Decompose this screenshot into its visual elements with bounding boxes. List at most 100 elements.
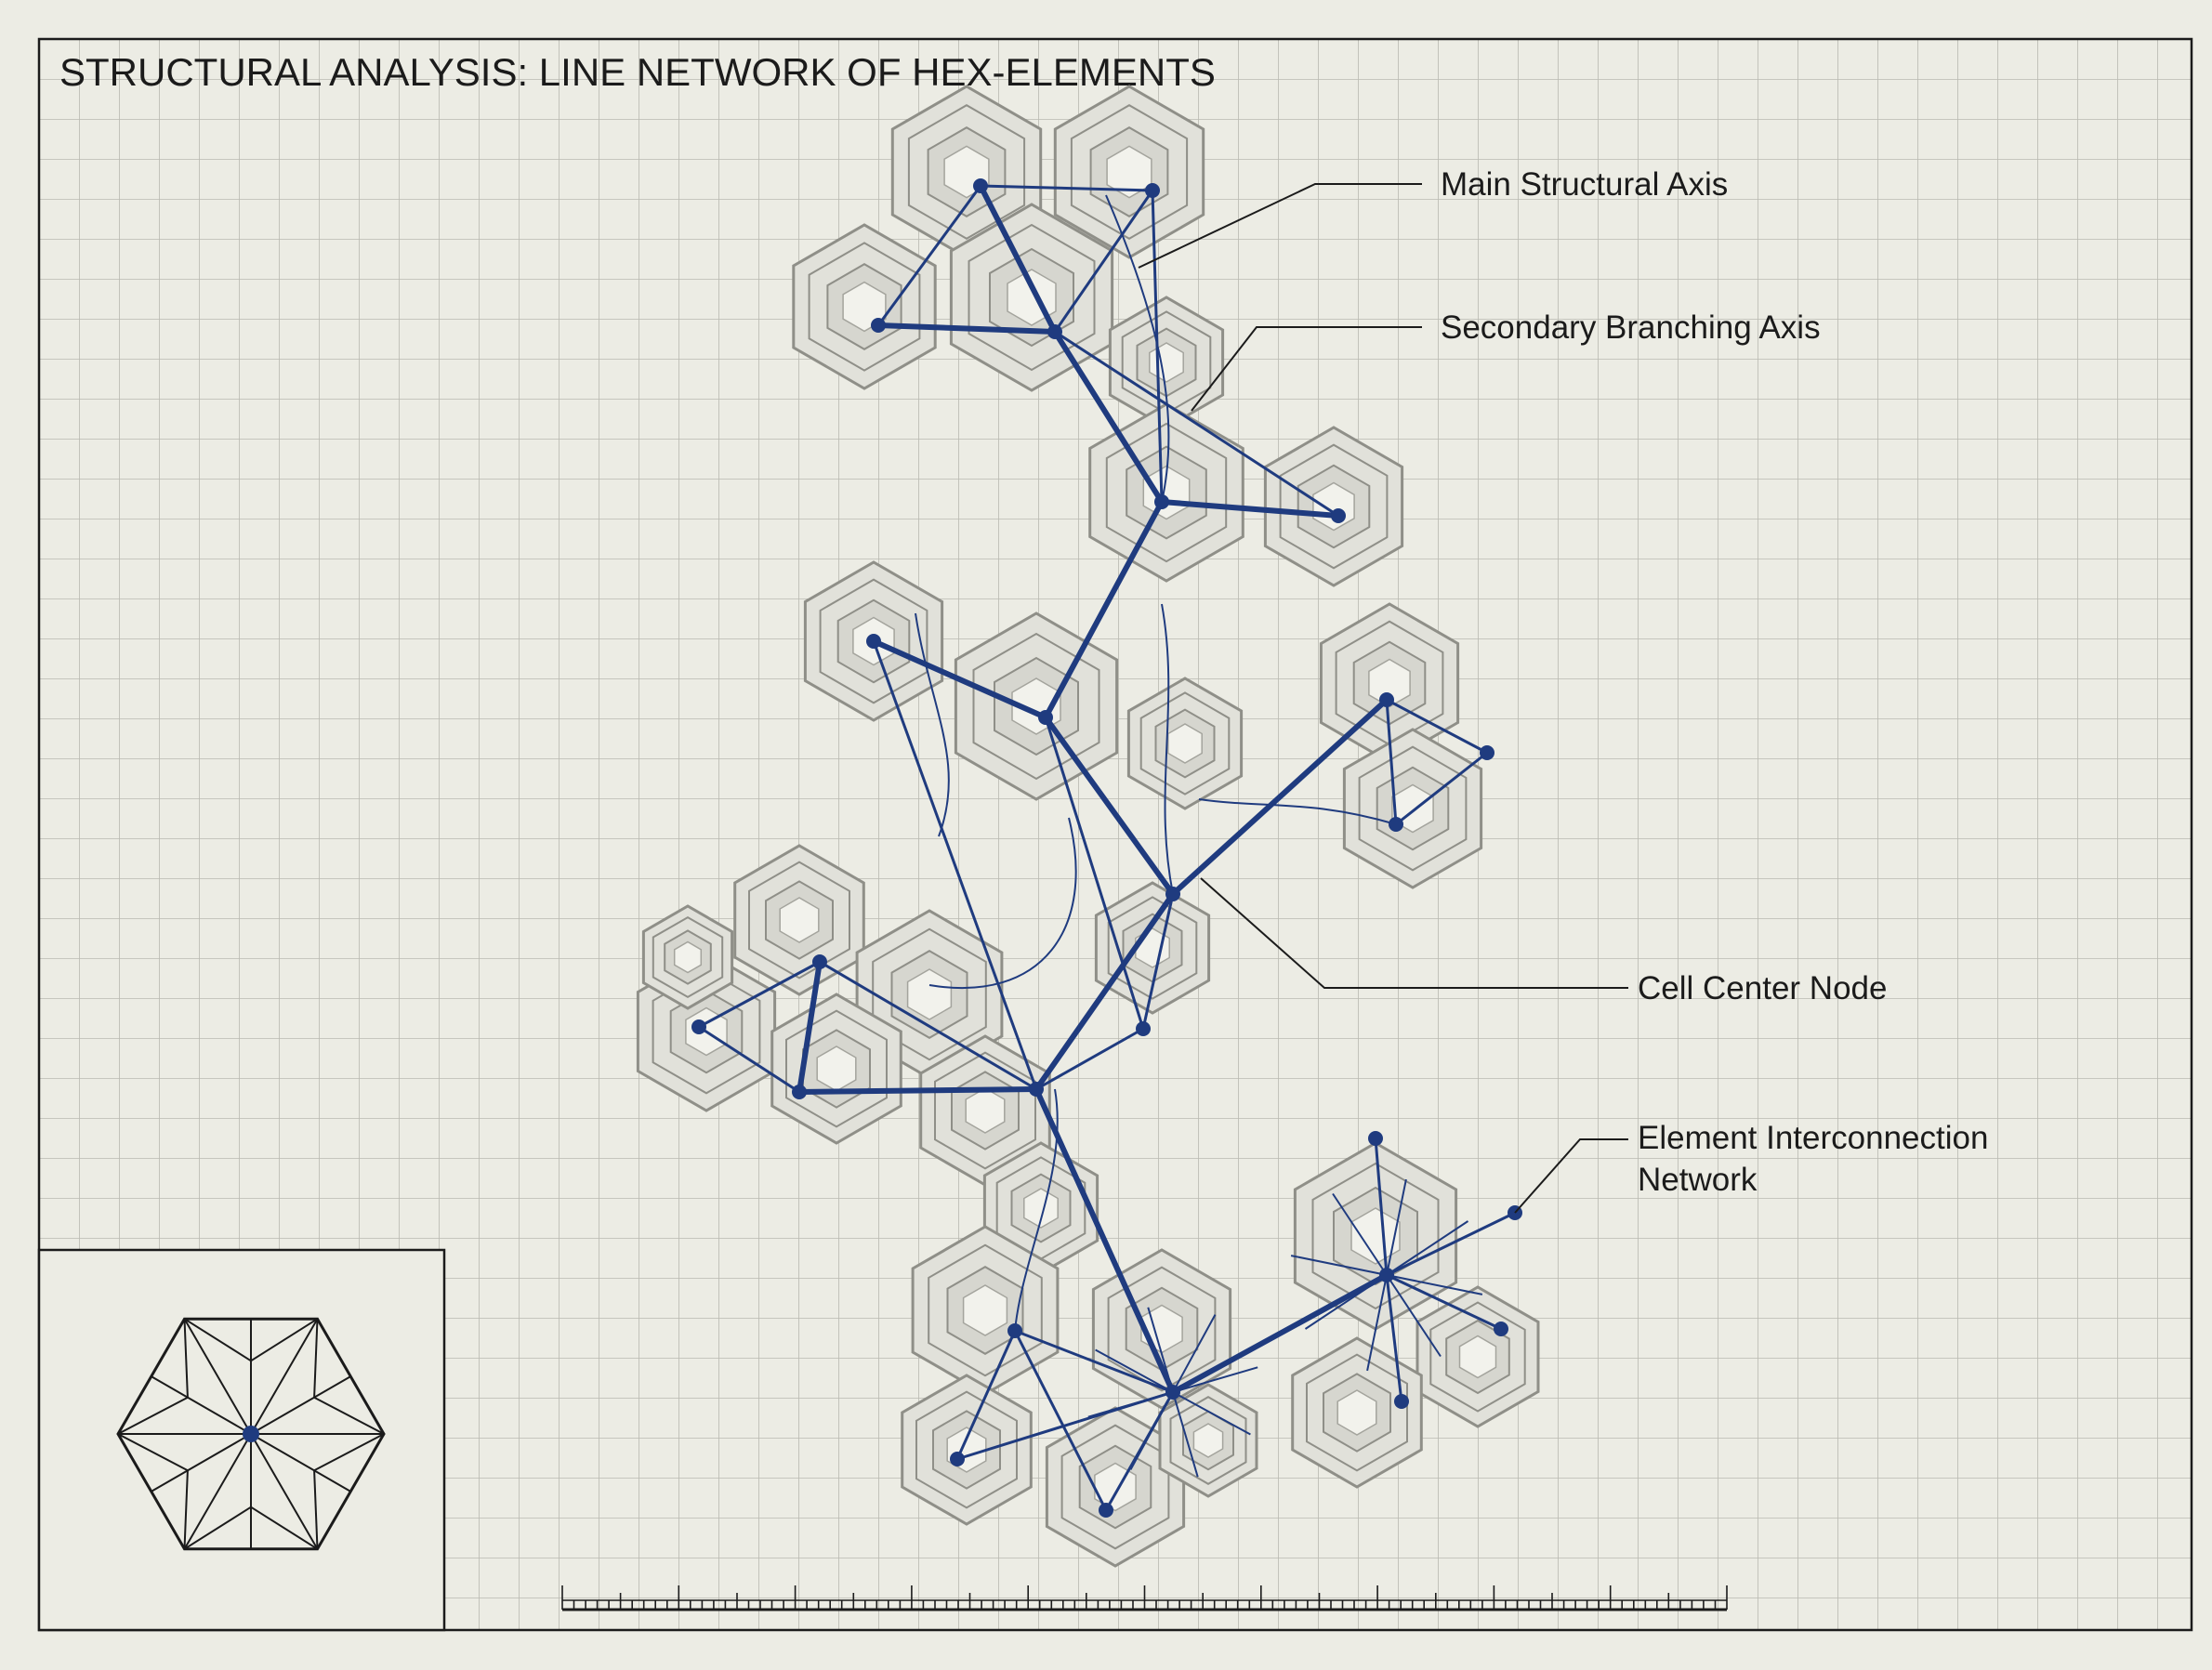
cell-center-node <box>1038 710 1053 725</box>
inset-hex-median <box>250 1433 351 1492</box>
cell-center-node <box>1331 508 1346 523</box>
hex-cell-ring <box>785 1009 888 1128</box>
inset-center-node <box>243 1426 259 1442</box>
interconnection-line <box>1044 717 1145 1030</box>
inset-hex-facet <box>250 1506 319 1550</box>
label-element-interconnection-line1: Element Interconnection <box>1638 1120 1988 1156</box>
interconnection-line <box>1385 1274 1403 1402</box>
hub-spoke <box>1129 1391 1174 1470</box>
structural-axis-line <box>1170 1272 1389 1395</box>
inset-hex-facet <box>183 1470 189 1549</box>
hub-spoke <box>1172 1314 1217 1393</box>
hub-spoke <box>1386 1220 1469 1276</box>
hex-cell-ring <box>928 1243 1043 1377</box>
structural-axis-line <box>797 1086 1039 1095</box>
hex-cell-core <box>779 897 820 943</box>
cell-center-node <box>1165 1385 1180 1400</box>
label-secondary-branching-axis: Secondary Branching Axis <box>1441 309 1821 346</box>
network-wire <box>1198 798 1397 825</box>
leader-interconnection <box>1514 1138 1628 1214</box>
inset-hex-facet <box>313 1396 385 1435</box>
cell-center-node <box>792 1085 807 1099</box>
hub-spoke <box>1290 1255 1388 1276</box>
cell-center-node <box>1136 1021 1151 1036</box>
page-title: STRUCTURAL ANALYSIS: LINE NETWORK OF HEX… <box>59 50 1216 94</box>
hub-spoke <box>1386 1274 1442 1358</box>
hex-cell-ring <box>652 915 724 999</box>
cell-center-node <box>1379 692 1394 707</box>
interconnection-line <box>698 960 821 1029</box>
inset-hex-spoke <box>183 1433 252 1550</box>
interconnection-line <box>1053 190 1154 333</box>
structural-axis-line <box>1159 499 1341 519</box>
interconnection-line <box>1386 1211 1516 1277</box>
cell-center-node <box>1154 494 1169 509</box>
structural-axis-line <box>1034 1086 1176 1395</box>
interconnection-line <box>1386 698 1488 755</box>
structural-axis-line <box>871 638 1048 720</box>
hex-cell-ring <box>1311 1162 1440 1310</box>
cell-center-node <box>871 318 886 333</box>
hex-cell-ring <box>1279 443 1389 570</box>
label-element-interconnection-line2: Network <box>1638 1162 1758 1198</box>
interconnection-line <box>876 185 982 326</box>
interconnection-line <box>1054 330 1339 518</box>
inset-hexagon-icon <box>116 1317 386 1551</box>
hex-cell-ring <box>1105 422 1228 563</box>
inset-hex-facet <box>250 1318 319 1362</box>
structural-axis-line <box>1043 499 1165 720</box>
inset-hex-facet <box>313 1470 319 1549</box>
cell-center-node <box>1145 183 1160 198</box>
leader-secondary-axis <box>1191 326 1422 412</box>
hub-spoke <box>1386 1274 1483 1295</box>
cell-center-node <box>1007 1323 1022 1338</box>
network-wire <box>1105 194 1170 503</box>
hex-cell-core <box>965 1087 1006 1134</box>
hex-cell-ring <box>934 1051 1036 1170</box>
network-wire <box>928 817 1077 990</box>
hub-spoke <box>1386 1178 1407 1276</box>
cell-center-node <box>1368 1131 1383 1146</box>
structural-axis-line <box>978 183 1058 335</box>
inset-hex-median <box>151 1375 252 1435</box>
hex-cell-core <box>1368 658 1411 708</box>
leader-main-axis <box>1138 183 1422 269</box>
hex-cell-core <box>962 1284 1008 1336</box>
structural-axis-line <box>1043 715 1176 897</box>
inset-hex-median <box>151 1433 252 1492</box>
interconnection-line <box>1374 1137 1389 1276</box>
sheet-border <box>37 37 2193 1632</box>
hex-cell-ring <box>915 1390 1018 1509</box>
cell-center-node <box>1394 1394 1409 1409</box>
hex-cell-core <box>1023 1188 1059 1229</box>
cell-center-node <box>1480 745 1494 760</box>
inset-frame <box>37 1248 446 1632</box>
hex-cell-ring <box>1169 1396 1247 1485</box>
interconnection-line <box>872 640 1038 1090</box>
inset-hex-facet <box>117 1433 189 1472</box>
hex-cell-ring <box>1107 1266 1217 1392</box>
hex-cell-core <box>1458 1335 1497 1379</box>
hub-spoke <box>1172 1391 1199 1478</box>
hex-cell-ring <box>1306 1353 1408 1472</box>
inset-hex-spoke <box>250 1318 319 1435</box>
inset-hex-facet <box>183 1318 252 1362</box>
interconnection-line <box>1395 751 1488 826</box>
cell-center-node <box>1165 887 1180 901</box>
cell-center-node <box>1389 817 1403 832</box>
hex-cell-core <box>1106 145 1152 199</box>
interconnection-line <box>1385 699 1398 825</box>
structural-axis-line <box>1034 891 1176 1092</box>
interconnection-line <box>698 1025 800 1094</box>
hex-cell-ring <box>972 632 1100 781</box>
hub-spoke <box>1366 1274 1388 1372</box>
inset-hex-facet <box>183 1506 252 1550</box>
cell-center-node <box>812 954 827 969</box>
interconnection-line <box>819 960 1037 1091</box>
cell-center-node <box>973 178 988 193</box>
inset-hex-facet <box>183 1319 189 1398</box>
cell-center-node <box>866 634 881 649</box>
interconnection-line <box>1386 1273 1502 1331</box>
